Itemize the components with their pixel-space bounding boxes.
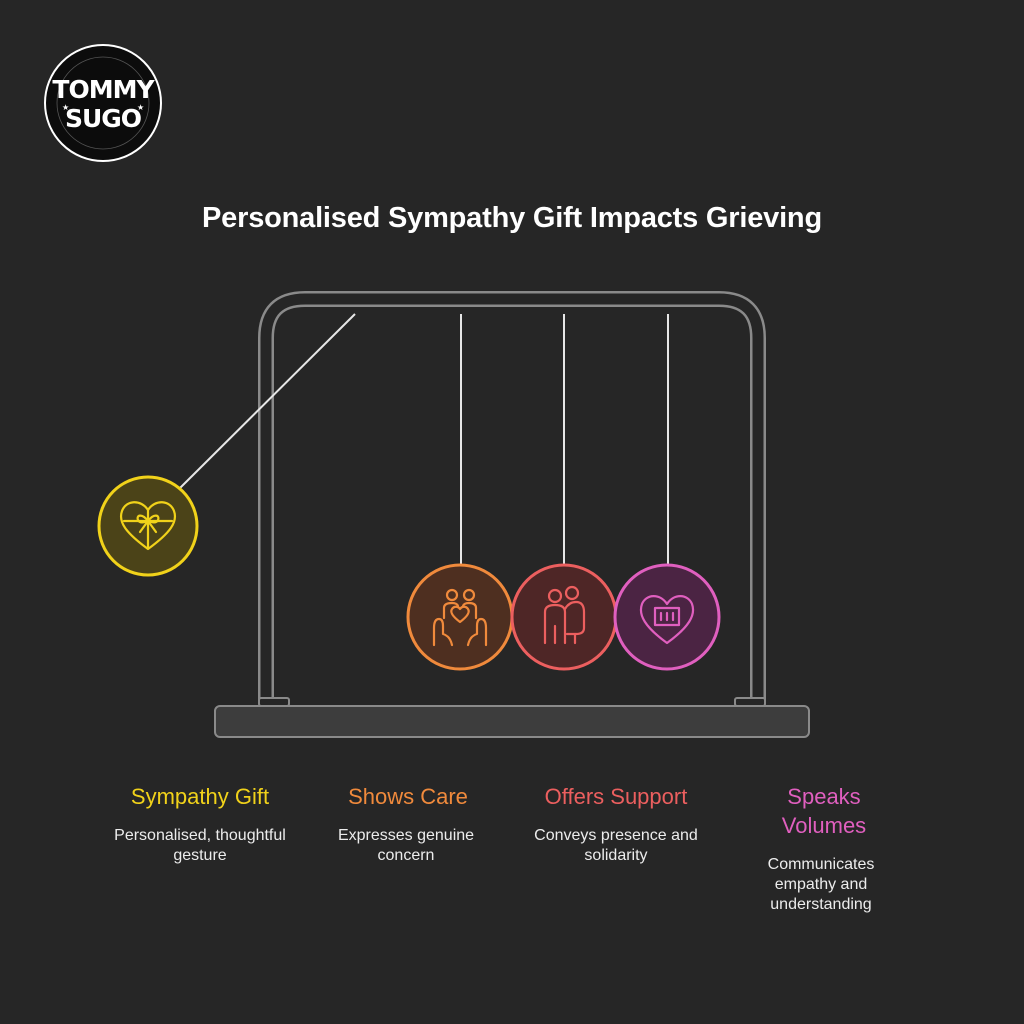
hands-holding-family-icon	[432, 588, 488, 647]
ball-sympathy-gift	[97, 475, 199, 577]
svg-text:★: ★	[62, 103, 69, 112]
ball-speaks-volumes	[613, 563, 721, 671]
step-description-shows-care: Expresses genuine concern	[337, 827, 475, 864]
step-description-offers-support: Conveys presence and solidarity	[534, 827, 698, 864]
step-description-speaks-volumes: Communicates empathy and understanding	[767, 856, 875, 913]
heart-letter-icon	[639, 595, 695, 645]
step-label-shows-care: Shows Care	[348, 784, 468, 809]
logo-word-bottom: SUGO	[64, 104, 142, 133]
step-label-offers-support: Offers Support	[544, 784, 688, 809]
ball-offers-support	[510, 563, 618, 671]
cradle-frame-inner	[260, 293, 764, 700]
heart-gift-icon	[119, 501, 177, 551]
logo-badge: ★ ★	[44, 44, 162, 162]
cradle-foot-left	[258, 697, 290, 707]
people-embrace-icon	[543, 585, 586, 645]
cradle-foot-right	[734, 697, 766, 707]
brand-logo: ★ ★ TOMMY SUGO	[44, 44, 162, 162]
step-label-sympathy-gift: Sympathy Gift	[130, 784, 270, 809]
logo-word-top: TOMMY	[52, 75, 154, 104]
ball-shows-care	[406, 563, 514, 671]
step-label-speaks-volumes: Speaks Volumes	[781, 784, 867, 838]
page-title: Personalised Sympathy Gift Impacts Griev…	[202, 202, 822, 234]
step-description-sympathy-gift: Personalised, thoughtful gesture	[114, 827, 286, 864]
string-sympathy-gift	[179, 313, 356, 489]
svg-text:★: ★	[137, 103, 144, 112]
cradle-base	[214, 705, 810, 738]
